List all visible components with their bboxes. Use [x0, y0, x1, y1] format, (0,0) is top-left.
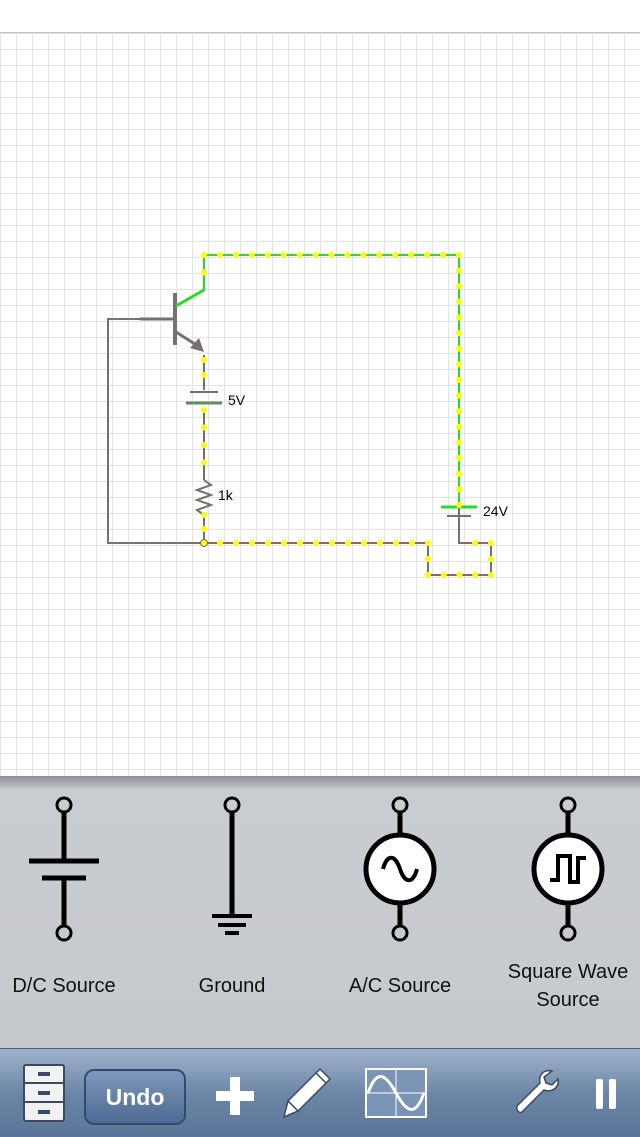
current-dot: [456, 502, 462, 508]
current-dot: [201, 459, 207, 466]
palette-item-ground[interactable]: Ground: [152, 776, 312, 1048]
current-dot: [425, 572, 431, 578]
undo-button[interactable]: Undo: [84, 1069, 186, 1125]
current-dot: [456, 345, 462, 352]
palette-label: Square Wave Source: [507, 961, 629, 1011]
current-dot: [456, 439, 462, 446]
current-dot: [344, 252, 351, 258]
current-dot: [201, 252, 207, 258]
current-dot: [393, 540, 399, 546]
current-dot: [456, 377, 462, 383]
current-dot: [456, 408, 462, 415]
current-dot: [360, 252, 367, 258]
current-dot: [456, 423, 462, 430]
current-dot: [201, 424, 207, 431]
current-dot: [201, 269, 207, 276]
current-dot: [248, 252, 255, 258]
top-bar: [0, 0, 640, 33]
current-dot: [456, 361, 462, 368]
resistor-1k[interactable]: 1k: [194, 479, 234, 516]
current-dot: [281, 540, 287, 546]
palette-label: D/C Source: [12, 975, 116, 997]
ac-source-icon: [363, 796, 437, 942]
circuit-canvas[interactable]: 5V 1k 24V: [0, 33, 640, 776]
current-dot: [456, 314, 462, 321]
file-cabinet-icon[interactable]: [22, 1063, 66, 1128]
current-dot: [456, 283, 462, 290]
current-dot: [425, 556, 431, 562]
current-dot: [232, 252, 239, 258]
current-dot: [456, 252, 462, 258]
current-dot: [249, 540, 255, 546]
current-dot: [456, 572, 463, 578]
battery-5v-label: 5V: [228, 392, 246, 408]
current-dot: [377, 540, 383, 546]
plus-icon[interactable]: [214, 1075, 256, 1122]
current-dot: [265, 540, 271, 546]
current-dot: [201, 407, 207, 413]
resistor-label: 1k: [218, 487, 234, 503]
battery-5v[interactable]: 5V: [186, 391, 246, 408]
current-dot: [425, 540, 431, 546]
current-dot: [312, 252, 319, 258]
current-dot: [456, 330, 462, 337]
pause-icon[interactable]: [594, 1077, 618, 1116]
current-dot: [409, 540, 415, 546]
current-dot: [472, 572, 479, 578]
battery-24v-label: 24V: [483, 503, 509, 519]
palette-item-dc-source[interactable]: D/C Source: [0, 776, 160, 1048]
current-dot: [392, 252, 399, 258]
transistor-icon[interactable]: [140, 288, 205, 352]
current-dot: [264, 252, 271, 258]
current-dot: [456, 267, 462, 274]
current-dot: [329, 540, 335, 546]
wires: [107, 254, 492, 576]
current-dot: [201, 540, 207, 546]
current-dot: [297, 540, 303, 546]
current-dot: [456, 486, 462, 493]
current-dot: [456, 470, 462, 477]
current-dot: [408, 252, 415, 258]
current-dot: [424, 252, 431, 258]
current-dot: [488, 556, 494, 562]
component-palette: D/C Source Ground A/C Source: [0, 776, 640, 1048]
oscilloscope-icon[interactable]: [364, 1067, 428, 1124]
current-dot: [361, 540, 367, 546]
current-dot: [488, 540, 494, 546]
current-dot: [456, 392, 462, 399]
current-dot: [313, 540, 319, 546]
current-dot: [201, 512, 207, 518]
current-dot: [328, 252, 335, 258]
palette-label: Ground: [198, 975, 266, 997]
current-dot: [440, 572, 447, 578]
current-dot: [296, 252, 303, 258]
wrench-icon[interactable]: [512, 1067, 564, 1124]
current-dot: [233, 540, 239, 546]
bottom-toolbar: Undo: [0, 1048, 640, 1137]
palette-item-square-wave-source[interactable]: Square Wave Source: [488, 776, 640, 1048]
dc-source-icon: [29, 796, 99, 942]
current-dots: [201, 252, 494, 578]
current-dot: [456, 455, 462, 462]
palette-label: A/C Source: [348, 975, 452, 997]
current-dot: [472, 540, 478, 546]
current-dot: [488, 572, 494, 578]
ground-icon: [212, 796, 252, 935]
current-dot: [440, 252, 447, 258]
current-dot: [201, 442, 207, 448]
current-dot: [280, 252, 287, 258]
square-wave-source-icon: [531, 796, 605, 942]
current-dot: [456, 298, 462, 305]
current-dot: [345, 540, 351, 546]
current-dot: [201, 357, 207, 363]
current-dot: [376, 252, 383, 258]
current-dot: [201, 526, 207, 532]
current-dot: [201, 372, 207, 378]
current-dot: [217, 540, 223, 546]
pencil-icon[interactable]: [282, 1067, 332, 1124]
energized-wires: [175, 254, 460, 505]
palette-item-ac-source[interactable]: A/C Source: [320, 776, 480, 1048]
current-dot: [216, 252, 223, 258]
battery-24v[interactable]: 24V: [441, 503, 509, 543]
